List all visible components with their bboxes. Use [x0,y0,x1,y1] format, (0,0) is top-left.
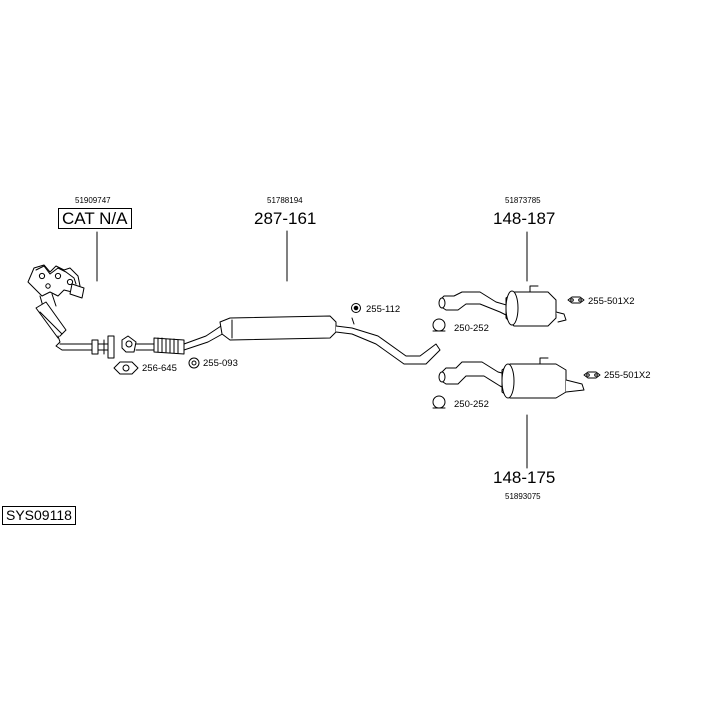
rear-upper-code-label: 148-187 [493,209,556,228]
cat-code-label: CAT N/A [58,208,132,229]
hanger-255-112-part [351,303,361,325]
middle-code-label: 287-161 [254,209,317,228]
middle-oe-number: 51788194 [267,196,303,205]
middle-silencer-part [183,315,441,365]
clamp-front-label: 255-093 [203,358,238,369]
rear-lower-code-label: 148-175 [493,468,556,487]
rear-silencer-lower-part [438,357,585,399]
gasket-label: 256-645 [142,363,177,374]
clamp-250-252-upper-part [432,318,446,332]
clamp-250-252-lower-part [432,395,446,409]
flex-pipe-part [121,335,185,355]
cat-oe-number: 51909747 [75,196,111,205]
clamp-upper-label: 250-252 [454,323,489,334]
rubber-lower-part [583,371,601,379]
rear-lower-oe-number: 51893075 [505,492,541,501]
clamp-lower-label: 250-252 [454,399,489,410]
hanger-label: 255-112 [366,304,401,315]
rear-upper-oe-number: 51873785 [505,196,541,205]
rubber-upper-part [567,296,585,304]
rubber-upper-label: 255-501X2 [588,296,635,307]
clamp-255-093-part [188,357,200,369]
rear-silencer-upper-part [438,285,567,327]
system-code-label: SYS09118 [2,506,76,525]
catalytic-converter-part [27,264,115,359]
rubber-lower-label: 255-501X2 [604,370,651,381]
gasket-256-645-part [113,361,139,375]
